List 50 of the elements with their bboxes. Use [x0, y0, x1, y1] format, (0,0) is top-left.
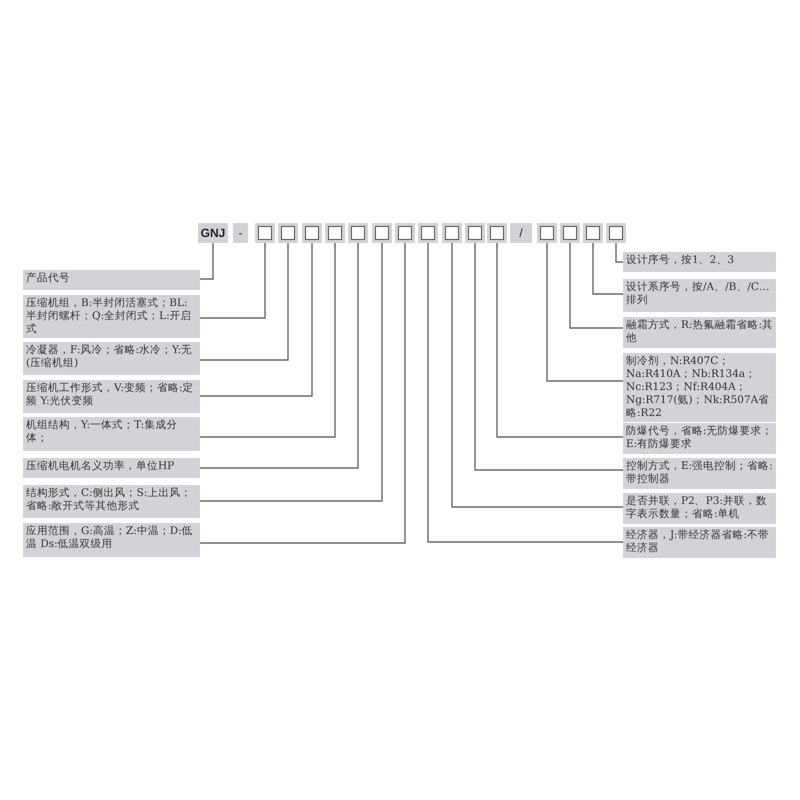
description-box: 结构形式，C:侧出风；S:上出风；省略:敞开式等其他形式	[23, 485, 200, 518]
leader-line	[200, 240, 266, 319]
code-slot-box	[258, 226, 272, 240]
description-box: 设计系序号，按/A、/B、/C…排列	[623, 279, 776, 312]
leader-line	[200, 240, 359, 469]
code-slot-box	[563, 226, 577, 240]
description-box: 是否并联，P2、P3:并联，数字表示数量；省略:单机	[623, 493, 776, 524]
code-slot-box	[281, 226, 295, 240]
code-slot-box	[328, 226, 342, 240]
description-box: 机组结构，Y:一体式；T:集成分体；	[23, 417, 200, 451]
description-box: 压缩机工作形式，V:变频；省略:定频 Y:光伏变频	[23, 380, 200, 413]
leader-line	[427, 240, 623, 543]
description-box: 压缩机电机名义功率，单位HP	[23, 458, 200, 478]
code-prefix-cell: GNJ	[198, 223, 228, 243]
description-box: 控制方式，E:强电控制；省略:带控制器	[623, 458, 776, 489]
code-separator: -	[233, 223, 248, 243]
code-slot-box	[468, 226, 482, 240]
description-box: 冷凝器，F:风冷；省略:水冷；Y:无(压缩机组)	[23, 342, 200, 375]
code-slot-box	[305, 226, 319, 240]
code-slot-box	[609, 226, 623, 240]
code-slot-box	[445, 226, 459, 240]
leader-line	[200, 240, 289, 361]
description-box: 产品代号	[23, 270, 200, 290]
description-box: 经济器，J:带经济器省略:不带经济器	[623, 527, 776, 558]
leader-line	[496, 240, 623, 438]
leader-line	[569, 240, 623, 329]
description-box: 防爆代号，省略:无防爆要求；E:有防爆要求	[623, 423, 776, 454]
leader-line	[615, 240, 623, 263]
leader-line	[451, 240, 623, 508]
code-slot-box	[398, 226, 412, 240]
description-box: 压缩机组，B:半封闭活塞式；BL:半封闭螺杆；Q:全封闭式；L:开启式	[23, 295, 200, 338]
code-slot-box	[586, 226, 600, 240]
description-box: 制冷剂，N:R407C；Na:R410A；Nb:R134a；Nc:R123；Nf:R404A；Ng:R717(氨)；Nk:R507A省略:R22	[623, 353, 776, 422]
code-slot-box	[490, 226, 504, 240]
leader-line	[592, 240, 623, 295]
leader-line	[200, 240, 336, 438]
leader-line	[200, 240, 406, 544]
description-box: 应用范围，G:高温；Z:中温；D:低温 Ds:低温双级用	[23, 523, 200, 557]
leader-line	[200, 240, 313, 397]
leader-line	[200, 243, 214, 280]
leader-line	[474, 240, 623, 471]
leader-line	[200, 240, 383, 502]
description-box: 融霜方式，R:热氟融霜省略:其他	[623, 317, 776, 348]
leader-line	[546, 240, 623, 382]
code-slot-box	[540, 226, 554, 240]
description-box: 设计序号，按1、2、3	[623, 252, 776, 272]
code-slot-box	[351, 226, 365, 240]
code-slot-box	[421, 226, 435, 240]
code-slot-box	[375, 226, 389, 240]
code-separator: /	[510, 223, 532, 243]
